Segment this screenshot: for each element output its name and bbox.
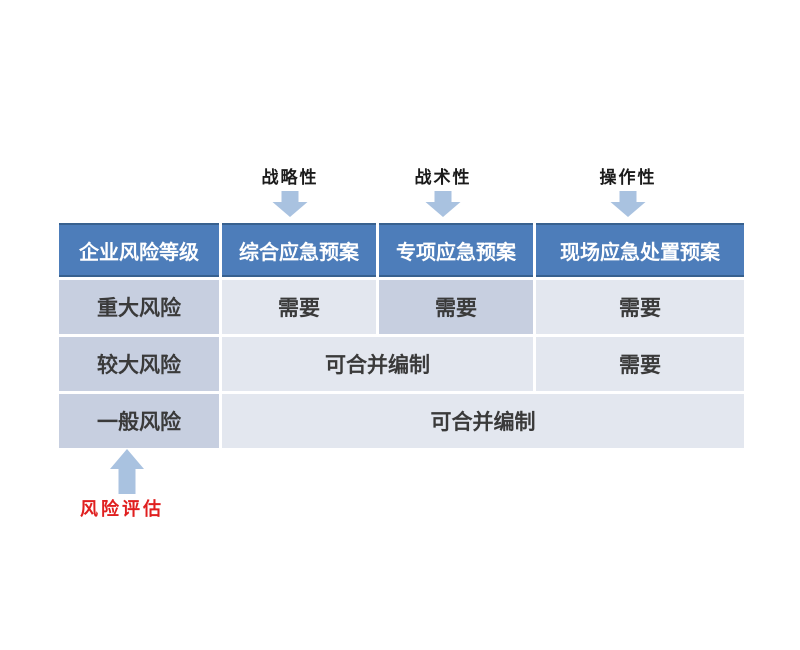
row-larger-risk-level: 较大风险 <box>59 337 219 391</box>
cell-major-comprehensive: 需要 <box>222 280 376 334</box>
header-comprehensive-plan: 综合应急预案 <box>222 223 376 277</box>
header-risk-level: 企业风险等级 <box>59 223 219 277</box>
down-arrow-icon <box>272 191 308 217</box>
cell-larger-onsite: 需要 <box>536 337 744 391</box>
annotation-label-operational: 操作性 <box>599 168 657 188</box>
down-arrow-shape <box>425 191 461 217</box>
annotation-label-tactical: 战术性 <box>414 168 472 188</box>
up-arrow-icon <box>110 449 144 494</box>
down-arrow-shape <box>272 191 308 217</box>
cell-larger-combined: 可合并编制 <box>222 337 533 391</box>
risk-assessment-arrow <box>110 449 144 499</box>
header-special-plan: 专项应急预案 <box>379 223 533 277</box>
annotation-label-strategic: 战略性 <box>261 168 319 188</box>
row-general-risk-level: 一般风险 <box>59 394 219 448</box>
risk-assessment-label: 风险评估 <box>80 499 164 520</box>
down-arrow-icon <box>610 191 646 217</box>
header-onsite-plan: 现场应急处置预案 <box>536 223 744 277</box>
annotation-tactical: 战术性 <box>415 163 472 217</box>
risk-plan-table: 企业风险等级 综合应急预案 专项应急预案 现场应急处置预案 重大风险 需要 需要… <box>59 223 744 448</box>
cell-general-combined: 可合并编制 <box>222 394 744 448</box>
up-arrow-shape <box>110 449 144 494</box>
cell-major-onsite: 需要 <box>536 280 744 334</box>
cell-major-special: 需要 <box>379 280 533 334</box>
down-arrow-shape <box>610 191 646 217</box>
annotation-strategic: 战略性 <box>262 163 319 217</box>
down-arrow-icon <box>425 191 461 217</box>
row-major-risk-level: 重大风险 <box>59 280 219 334</box>
annotation-operational: 操作性 <box>600 163 657 217</box>
